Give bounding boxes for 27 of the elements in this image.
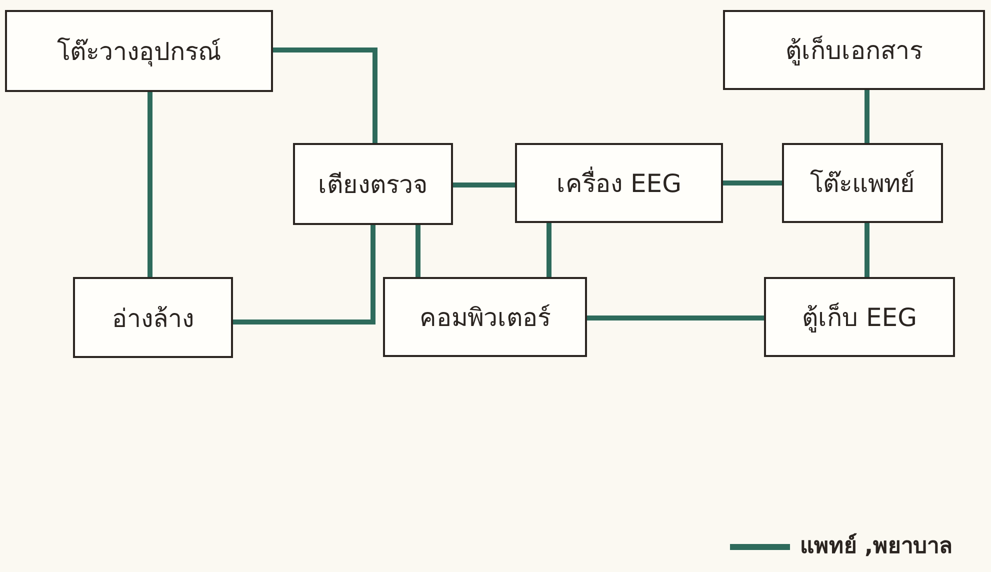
location-box (73, 277, 233, 358)
connector-line (148, 92, 152, 277)
connector-line (273, 48, 378, 143)
location-label: เตียงตรวจ (318, 169, 428, 201)
location-box (515, 143, 723, 223)
connector-line (546, 223, 552, 277)
location-box (5, 10, 273, 92)
connector-line (864, 223, 870, 277)
location-box (782, 143, 943, 223)
location-box (383, 277, 587, 357)
location-box (723, 10, 985, 90)
location-label: โต๊ะแพทย์ (810, 168, 915, 200)
location-label: โต๊ะวางอุปกรณ์ (57, 36, 221, 68)
location-label: เครื่อง EEG (556, 163, 682, 203)
connector-line (453, 182, 515, 188)
location-label: ตู้เก็บเอกสาร (786, 34, 922, 68)
connector-line (416, 225, 420, 277)
location-label: คอมพิวเตอร์ (420, 302, 550, 334)
connector-line (864, 90, 870, 143)
legend-label: แพทย์ ,พยาบาล (800, 532, 952, 561)
location-box (293, 143, 453, 225)
location-box (764, 277, 955, 357)
connector-line (723, 180, 782, 186)
location-label: ตู้เก็บ EEG (802, 302, 917, 334)
connector-line (587, 316, 764, 320)
connector-line (233, 225, 376, 324)
location-label: อ่างล้าง (112, 302, 194, 334)
